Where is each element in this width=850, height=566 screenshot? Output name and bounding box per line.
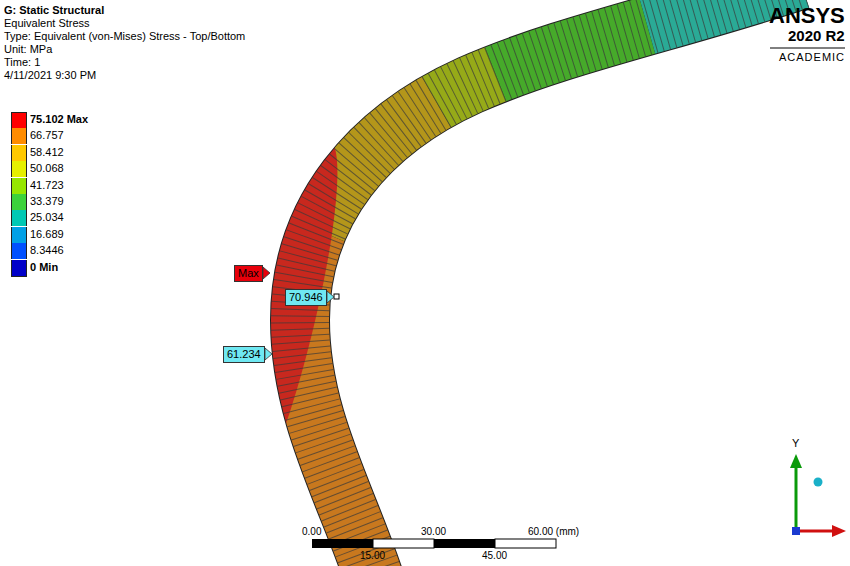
legend-value: 16.689 [30, 228, 64, 241]
scale-bar [373, 539, 434, 548]
probe-callout: 61.234 [223, 346, 265, 363]
contour-green [300, 0, 800, 566]
callout-value: 61.234 [227, 348, 261, 360]
element-mesh [300, 0, 800, 566]
legend-swatch [11, 112, 27, 129]
y-axis [795, 466, 798, 531]
y-axis-head [790, 454, 802, 468]
legend-value: 0 Min [30, 261, 58, 274]
callout-value: Max [238, 267, 259, 279]
logo-rule [770, 48, 845, 49]
scale-value: 60.00 (mm) [528, 526, 579, 538]
beam-outline [300, 0, 800, 566]
logo-text: ANSYS [769, 3, 845, 29]
legend-swatch [11, 194, 27, 210]
view-sphere [814, 478, 823, 487]
result-name: Equivalent Stress [4, 17, 90, 30]
legend-value: 50.068 [30, 162, 64, 175]
max-callout: Max [234, 265, 263, 282]
probe-callout: 70.946 [285, 289, 327, 306]
contour-orange [300, 0, 800, 566]
legend-value: 41.723 [30, 179, 64, 192]
legend-swatch [11, 178, 27, 194]
legend-swatch [11, 243, 27, 259]
contour-olive [300, 0, 800, 566]
legend-value: 8.3446 [30, 244, 64, 257]
x-axis-head [832, 525, 846, 537]
probe-pointer [265, 348, 272, 360]
legend-value: 33.379 [30, 195, 64, 208]
probe-pointer [327, 291, 334, 303]
axis-label: Y [792, 437, 799, 450]
legend-value: 25.034 [30, 211, 64, 224]
contour-teal [300, 0, 800, 566]
scale-bar [312, 539, 373, 548]
legend-swatch [11, 145, 27, 161]
legend-swatch [11, 260, 27, 277]
scale-value: 15.00 [360, 550, 385, 562]
legend-value: 58.412 [30, 146, 64, 159]
legend-value: 75.102 Max [30, 113, 88, 126]
scale-bar [434, 539, 495, 548]
legend-swatch [11, 210, 27, 226]
legend-swatch [11, 161, 27, 177]
z-axis [792, 527, 800, 535]
date-note: 4/11/2021 9:30 PM [4, 69, 96, 82]
max-pointer [263, 267, 270, 279]
stress-contours [206, 0, 800, 566]
callout-value: 70.946 [289, 291, 323, 303]
probe-point [334, 294, 339, 299]
scale-value: 30.00 [421, 526, 446, 538]
legend-swatch [11, 128, 27, 144]
scale-value: 45.00 [482, 550, 507, 562]
contour-yellow [300, 0, 800, 566]
scale-bar [495, 539, 556, 548]
result-title: G: Static Structural [4, 4, 104, 17]
edition-text: ACADEMIC [779, 51, 845, 64]
x-axis [796, 530, 834, 533]
version-text: 2020 R2 [788, 27, 845, 45]
legend-value: 66.757 [30, 129, 64, 142]
scale-value: 0.00 [302, 526, 321, 538]
result-type: Type: Equivalent (von-Mises) Stress - To… [4, 30, 245, 43]
unit-note: Unit: MPa [4, 43, 52, 56]
time-note: Time: 1 [4, 56, 40, 69]
legend-swatch [11, 227, 27, 243]
